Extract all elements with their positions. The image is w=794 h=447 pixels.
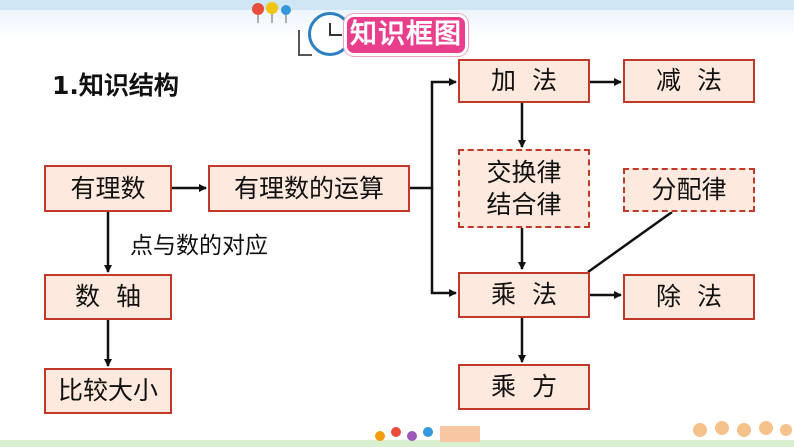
balloons-icon — [252, 2, 291, 23]
node-jiafa: 加 法 — [458, 59, 590, 103]
node-yunsuan: 有理数的运算 — [208, 165, 410, 212]
edge-label-dianyushu: 点与数的对应 — [130, 233, 268, 259]
node-bijiao: 比较大小 — [44, 368, 172, 414]
node-fenpeilv: 分配律 — [623, 168, 755, 212]
flowers-icon — [375, 421, 792, 442]
node-shuzhou: 数 轴 — [44, 274, 172, 320]
arrow-yunsuan-to-jiafa — [410, 78, 457, 190]
node-youlishu: 有理数 — [44, 165, 172, 212]
clock-stand-icon — [298, 30, 312, 56]
node-chufa: 除 法 — [623, 274, 755, 320]
arrow-yunsuan-to-chengfa — [430, 188, 457, 297]
node-jianfa: 减 法 — [623, 59, 755, 103]
top-band — [0, 0, 794, 10]
node-chengfang: 乘 方 — [458, 364, 590, 410]
node-chengfa: 乘 法 — [458, 272, 590, 318]
line-fenpeilv-to-chengfa — [587, 210, 673, 274]
slide-title: 知识框图 — [344, 14, 468, 56]
section-heading: 1.知识结构 — [52, 71, 179, 100]
node-jiaohuan-jiehe: 交换律 结合律 — [458, 149, 590, 228]
bottom-decoration — [0, 421, 794, 447]
title-badge: 知识框图 — [298, 10, 478, 60]
